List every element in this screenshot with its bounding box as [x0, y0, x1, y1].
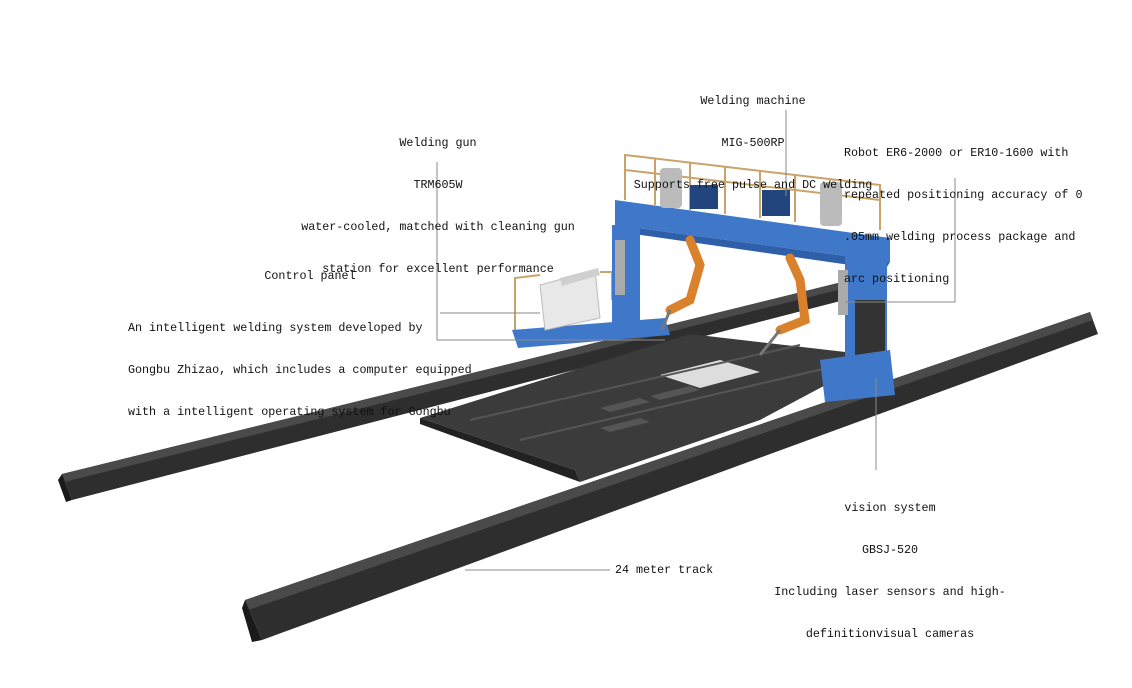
- control-panel-desc: An intelligent welding system developed …: [128, 293, 472, 433]
- welding-gun-model: TRM605W: [413, 178, 463, 192]
- welding-machine-title: Welding machine: [700, 94, 806, 108]
- control-panel-line: Gongbu Zhizao, which includes a computer…: [128, 363, 472, 377]
- vision-system-label: vision system GBSJ-520 Including laser s…: [760, 473, 1020, 655]
- control-panel-line: with a intelligent operating system for …: [128, 405, 451, 419]
- vision-system-desc: Including laser sensors and high-: [774, 585, 1006, 599]
- vision-system-model: GBSJ-520: [861, 543, 919, 557]
- welding-machine-model: MIG-500RP: [721, 136, 785, 150]
- welding-gun-title: Welding gun: [399, 136, 477, 150]
- robot-desc: Robot ER6-2000 or ER10-1600 with: [844, 146, 1069, 160]
- vision-system-title: vision system: [844, 501, 936, 515]
- vision-system-desc: definitionvisual cameras: [805, 627, 975, 641]
- control-panel-title: Control panel: [264, 269, 356, 283]
- welding-gun-desc: station for excellent performance: [322, 262, 554, 276]
- track-label: 24 meter track: [615, 563, 714, 577]
- workpiece-plate: [420, 334, 880, 482]
- control-panel-line: An intelligent welding system developed …: [128, 321, 423, 335]
- robot-desc: arc positioning: [844, 272, 950, 286]
- welding-machine-desc: Supports free pulse and DC welding: [633, 178, 873, 192]
- robot-label: Robot ER6-2000 or ER10-1600 with repeate…: [844, 118, 1082, 300]
- welding-gun-desc: water-cooled, matched with cleaning gun: [301, 220, 575, 234]
- gantry: [512, 153, 895, 402]
- welding-gun-label: Welding gun TRM605W water-cooled, matche…: [290, 108, 586, 290]
- robot-desc: repeated positioning accuracy of 0: [844, 188, 1083, 202]
- leader-lines: [436, 110, 956, 571]
- robot-desc: .05mm welding process package and: [844, 230, 1076, 244]
- welding-machine-label: Welding machine MIG-500RP Supports free …: [600, 66, 906, 206]
